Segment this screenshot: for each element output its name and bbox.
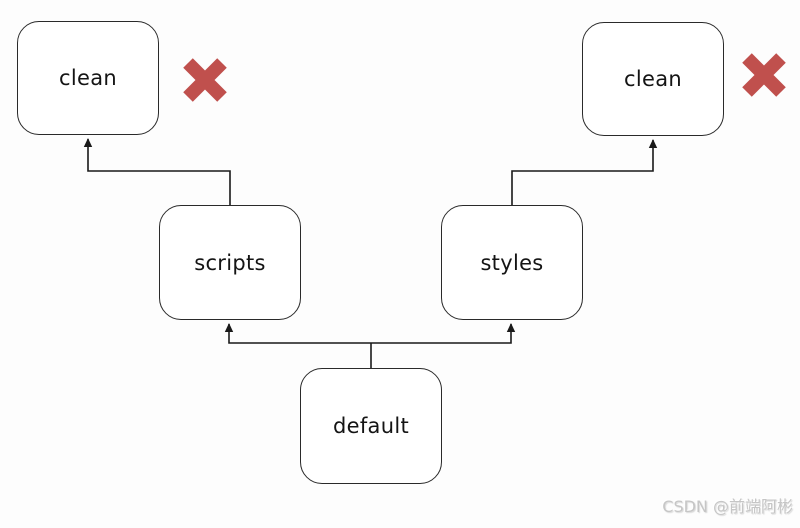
- node-label: default: [333, 414, 409, 438]
- edge-default-to-scripts: [224, 323, 371, 344]
- node-label: styles: [480, 250, 544, 275]
- node-default: default: [300, 368, 442, 484]
- node-label: scripts: [194, 250, 266, 275]
- cross-icon: [742, 53, 786, 97]
- edge-scripts-to-clean-left: [83, 138, 231, 205]
- edge-styles-to-clean-right: [511, 139, 658, 205]
- node-label: clean: [624, 67, 682, 91]
- node-label: clean: [59, 66, 117, 90]
- node-scripts: scripts: [159, 205, 301, 320]
- cross-icon: [183, 58, 227, 102]
- node-styles: styles: [441, 205, 583, 320]
- edge-default-to-styles: [371, 323, 516, 344]
- node-clean-right: clean: [582, 22, 724, 136]
- node-clean-left: clean: [17, 21, 159, 135]
- csdn-watermark: CSDN @前端阿彬: [662, 497, 793, 516]
